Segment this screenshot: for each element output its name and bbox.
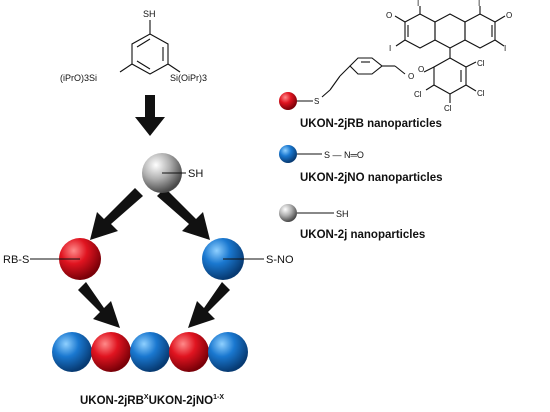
legend-rb-caption: UKON-2jRB nanoparticles: [300, 118, 442, 130]
red-sphere: [169, 332, 209, 372]
thiol-label: SH: [143, 9, 156, 19]
rb-atom-i1: I: [417, 0, 419, 8]
mixed-nanoparticle-row: [52, 332, 248, 372]
rb-atom-i3: I: [389, 44, 391, 53]
precursor-molecule: SH (iPrO)3Si Si(OiPr)3: [60, 9, 207, 83]
mixed-caption: UKON-2jRBXUKON-2jNO1-X: [80, 394, 224, 407]
rb-linker-sulfur: S: [314, 97, 319, 106]
blue-sphere: [52, 332, 92, 372]
legend-sh-entry: SH UKON-2j nanoparticles: [279, 204, 425, 241]
legend-no-linker: S — N═O: [324, 150, 364, 160]
legend-sh-linker: SH: [336, 209, 349, 219]
red-sphere: [91, 332, 131, 372]
rb-nanoparticle: RB-S: [3, 238, 101, 280]
rb-atom-cl3: Cl: [444, 104, 452, 113]
rb-atom-o1: O: [386, 11, 392, 20]
legend-blue-sphere: [279, 145, 297, 163]
rb-atom-o3: O: [418, 65, 424, 74]
arrow-right-to-row: [188, 282, 230, 328]
no-nanoparticle: S-NO: [202, 238, 294, 280]
rb-atom-o4: O: [408, 72, 414, 81]
blue-sphere: [130, 332, 170, 372]
right-silane-label: Si(OiPr)3: [170, 73, 207, 83]
rb-atom-cl1: Cl: [477, 59, 485, 68]
legend-sh-caption: UKON-2j nanoparticles: [300, 229, 425, 241]
center-sphere-label: SH: [188, 168, 203, 180]
thiol-nanoparticle: SH: [142, 153, 203, 193]
rb-atom-cl4: Cl: [414, 90, 422, 99]
rose-bengal-structure: O O I I I I Cl Cl Cl Cl O O S UKON-2jRB …: [279, 0, 512, 130]
rb-atom-i2: I: [478, 0, 480, 8]
rb-atom-o2: O: [506, 11, 512, 20]
arrow-down-top: [135, 95, 165, 136]
right-sphere-label: S-NO: [266, 254, 294, 266]
legend-grey-sphere: [279, 204, 297, 222]
legend-no-caption: UKON-2jNO nanoparticles: [300, 172, 443, 184]
left-sphere-label: RB-S: [3, 254, 29, 266]
legend-no-entry: S — N═O UKON-2jNO nanoparticles: [279, 145, 443, 184]
arrow-to-left-sphere: [90, 188, 143, 240]
rb-atom-cl2: Cl: [477, 89, 485, 98]
rb-atom-i4: I: [504, 44, 506, 53]
legend-red-sphere: [279, 92, 297, 110]
arrow-to-right-sphere: [157, 188, 210, 240]
blue-sphere: [208, 332, 248, 372]
arrow-left-to-row: [78, 282, 120, 328]
left-silane-label: (iPrO)3Si: [60, 73, 97, 83]
